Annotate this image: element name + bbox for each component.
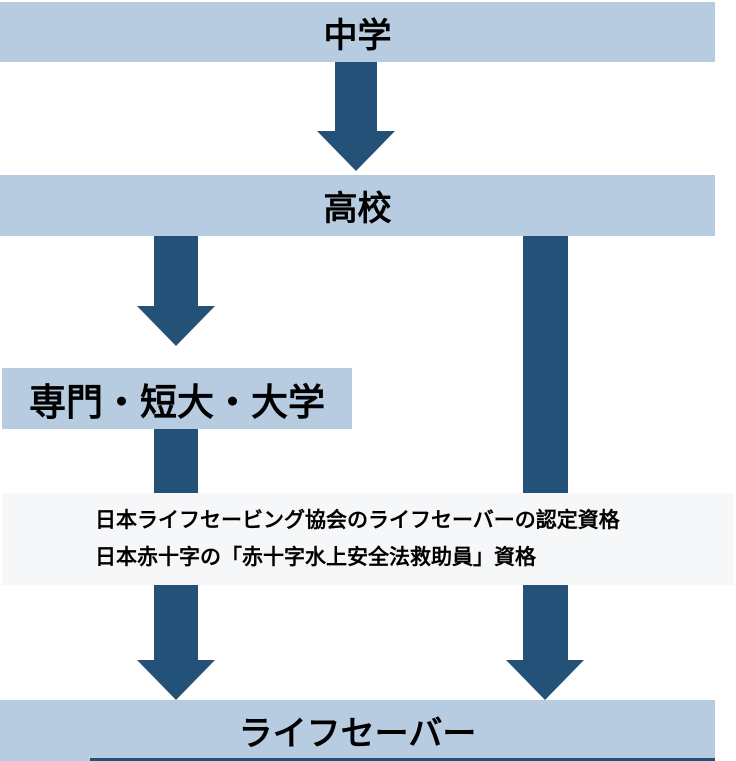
- down-arrow-college-to-band-shaft: [154, 429, 198, 493]
- node-junior-high: 中学: [0, 2, 715, 62]
- node-high-school: 高校: [0, 175, 715, 236]
- down-arrow-band-to-lifesaver-left-shaft: [154, 585, 198, 661]
- qualification-band: 日本ライフセービング協会のライフセーバーの認定資格 日本赤十字の「赤十字水上安全…: [2, 493, 734, 585]
- node-junior-high-label: 中学: [323, 15, 392, 56]
- down-arrow-junior-to-high-head-icon: [317, 131, 395, 171]
- bottom-cutoff-stripe: [90, 758, 715, 761]
- down-arrow-high-to-college-head-icon: [137, 306, 215, 346]
- node-college-label: 専門・短大・大学: [29, 380, 325, 424]
- qualification-line-1: 日本ライフセービング協会のライフセーバーの認定資格: [95, 508, 620, 533]
- down-arrow-high-to-college-shaft: [154, 236, 198, 307]
- node-lifesaver: ライフセーバー: [0, 700, 715, 761]
- node-high-school-label: 高校: [323, 189, 392, 229]
- down-arrow-junior-to-high-shaft: [335, 62, 377, 132]
- node-college: 専門・短大・大学: [2, 368, 352, 429]
- qualification-line-2: 日本赤十字の「赤十字水上安全法救助員」資格: [95, 544, 536, 569]
- down-arrow-high-to-band-shaft: [523, 236, 568, 493]
- node-lifesaver-label: ライフセーバー: [238, 714, 477, 754]
- down-arrow-band-to-lifesaver-left-head-icon: [137, 660, 215, 700]
- down-arrow-band-to-lifesaver-right-shaft: [523, 585, 568, 661]
- down-arrow-band-to-lifesaver-right-head-icon: [506, 660, 584, 700]
